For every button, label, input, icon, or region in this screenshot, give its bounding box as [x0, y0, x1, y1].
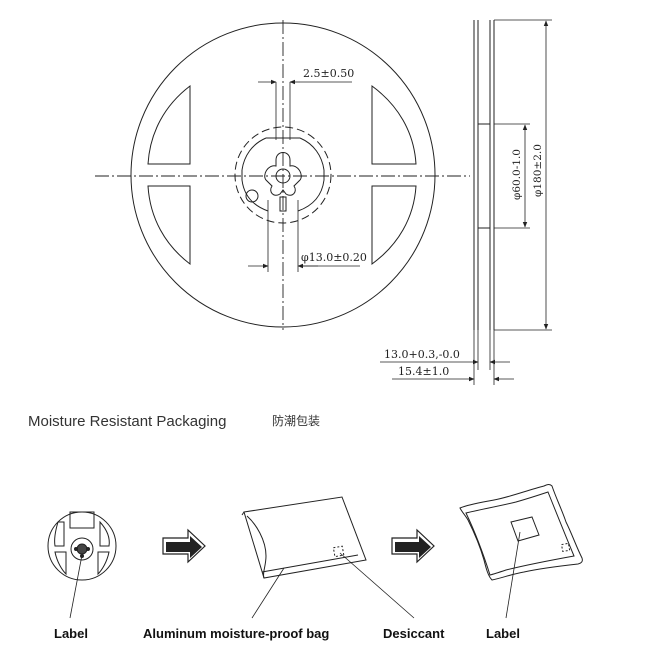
- process-arrow-2: [391, 528, 435, 564]
- hub-tri-lobe-hole: [264, 152, 302, 196]
- dim-hub-hole: φ13.0±0.20: [301, 251, 367, 264]
- reel-window-left-lower: [147, 185, 191, 266]
- reel-window-left-upper: [147, 84, 191, 165]
- packaging-title-cn: 防潮包装: [272, 413, 320, 428]
- process-arrow-1: [162, 528, 206, 564]
- reel-side-view: φ60.0-1.0 φ180±2.0 13.0+0.3,-0.0 15.4±1.…: [380, 19, 552, 385]
- dim-slot-width: 2.5±0.50: [303, 67, 354, 80]
- hub-slots: [241, 137, 325, 212]
- small-reel-icon: [47, 511, 117, 581]
- reel-window-right-lower: [371, 185, 417, 265]
- hub-small-hole: [245, 189, 259, 203]
- reel-window-right-upper: [371, 85, 417, 165]
- label-bag-label: Label: [486, 626, 520, 641]
- dim-inner-width: 13.0+0.3,-0.0: [384, 348, 460, 361]
- dim-outer-width: 15.4±1.0: [398, 365, 449, 378]
- packaging-title: Moisture Resistant Packaging: [28, 413, 226, 430]
- sealed-bag-illustration: [459, 484, 583, 581]
- dim-reel-diameter: φ180±2.0: [532, 144, 544, 197]
- label-reel-label: Label: [54, 626, 88, 641]
- dim-hub-diameter: φ60.0-1.0: [511, 149, 523, 200]
- label-desiccant: Desiccant: [383, 626, 445, 641]
- label-aluminum-bag: Aluminum moisture-proof bag: [143, 626, 329, 641]
- aluminum-bag-illustration: [241, 496, 367, 579]
- reel-front-view: 2.5±0.50 φ13.0±0.20: [95, 20, 470, 330]
